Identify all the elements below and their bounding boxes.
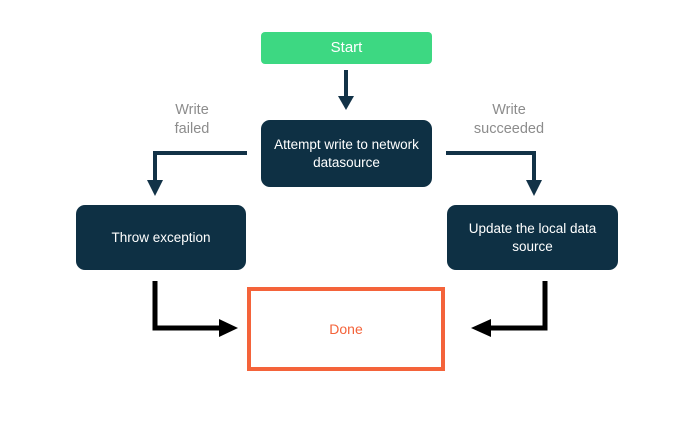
node-attempt-write[interactable]: Attempt write to network datasource <box>261 120 432 187</box>
connector-attempt-to-throw <box>147 151 247 196</box>
connector-attempt-to-update <box>446 151 542 196</box>
node-throw-exception[interactable]: Throw exception <box>76 205 246 270</box>
node-update-local-data-source[interactable]: Update the local data source <box>447 205 618 270</box>
connector-throw-to-done <box>152 281 238 337</box>
connector-start-to-attempt <box>338 70 354 110</box>
edge-label-write-failed: Write failed <box>174 102 210 138</box>
node-done[interactable]: Done <box>247 287 445 371</box>
node-start[interactable]: Start <box>261 32 432 64</box>
edge-label-write-succeeded: Write succeeded <box>473 102 545 138</box>
connector-update-to-done <box>471 281 548 337</box>
